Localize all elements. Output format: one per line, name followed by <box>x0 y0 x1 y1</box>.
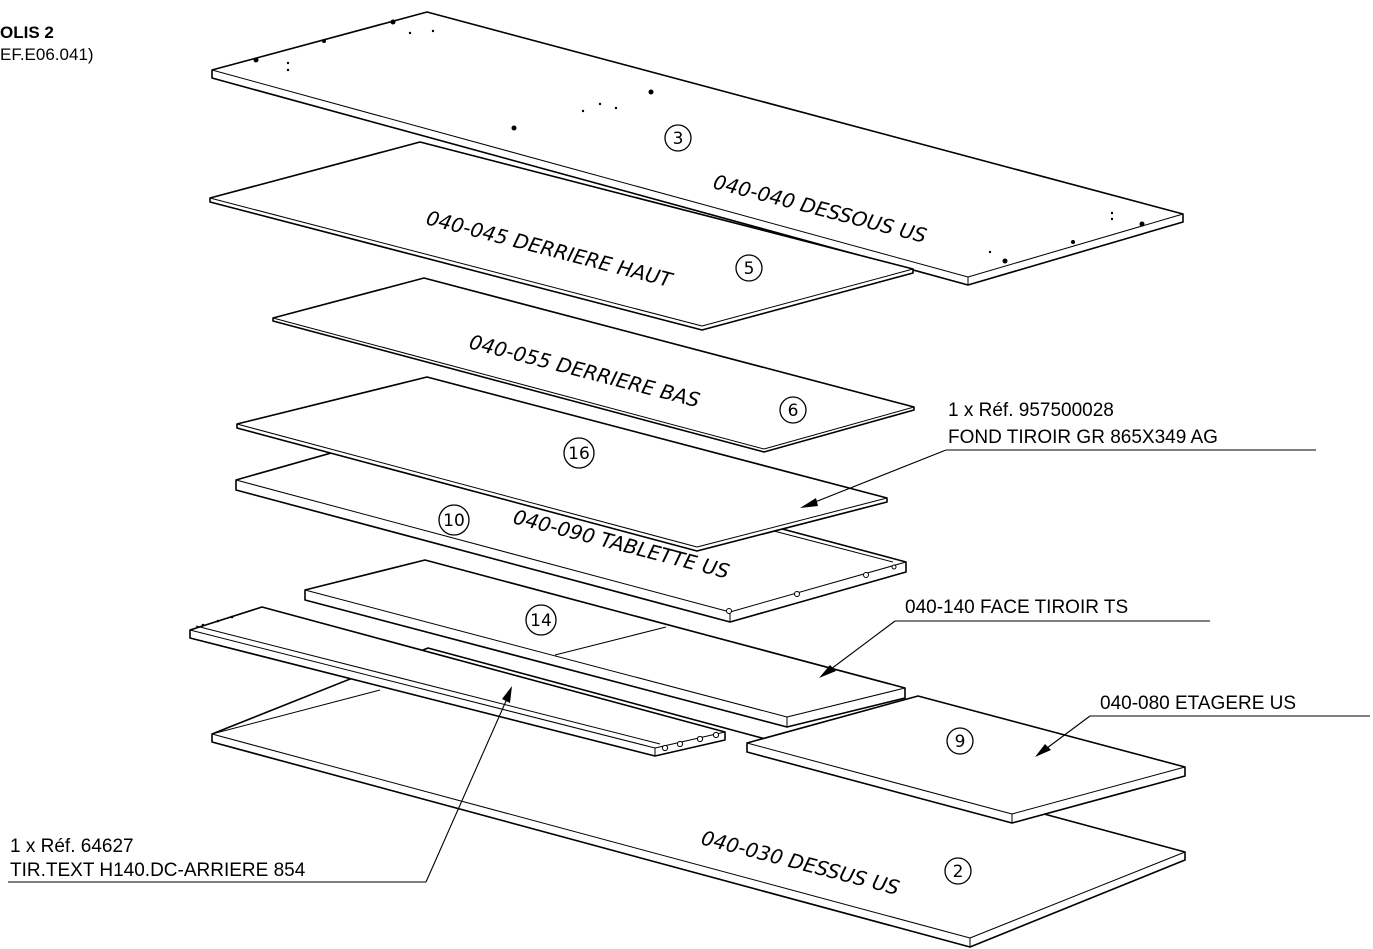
panel-face-tiroir <box>304 559 906 728</box>
callout-tir-text: 1 x Réf. 64627 TIR.TEXT H140.DC-ARRIERE … <box>8 686 512 883</box>
callout-fond-tiroir-ref: 1 x Réf. 957500028 <box>948 400 1114 421</box>
bubble-10: 10 <box>438 504 470 536</box>
panel-derriere-haut <box>209 141 914 331</box>
bubble-9: 9 <box>946 727 974 755</box>
callout-fond-tiroir: 1 x Réf. 957500028 FOND TIROIR GR 865X34… <box>800 400 1316 508</box>
callout-etagere-text: 040-080 ETAGERE US <box>1100 693 1296 714</box>
svg-text:5: 5 <box>744 259 755 279</box>
bubble-6: 6 <box>779 396 807 424</box>
panel-dessus-us <box>211 647 1186 948</box>
bubble-2: 2 <box>944 857 972 885</box>
svg-text:10: 10 <box>443 511 465 531</box>
bubble-5: 5 <box>735 254 763 282</box>
package-title: OLIS 2 <box>0 23 54 42</box>
bubble-16: 16 <box>563 437 595 469</box>
callout-fond-tiroir-desc: FOND TIROIR GR 865X349 AG <box>948 427 1218 448</box>
bubble-14: 14 <box>525 604 557 636</box>
panel-derriere-bas <box>272 277 915 453</box>
svg-text:3: 3 <box>673 129 684 149</box>
drawer-back-rail <box>189 606 726 757</box>
callout-etagere: 040-080 ETAGERE US <box>1035 693 1370 757</box>
svg-text:6: 6 <box>788 401 799 421</box>
callout-face-tiroir-text: 040-140 FACE TIROIR TS <box>905 597 1128 618</box>
package-reference: EF.E06.041) <box>0 45 94 64</box>
callout-tir-text-desc: TIR.TEXT H140.DC-ARRIERE 854 <box>10 860 306 881</box>
callout-face-tiroir: 040-140 FACE TIROIR TS <box>819 597 1210 678</box>
panel-fond-tiroir <box>236 376 888 552</box>
svg-text:9: 9 <box>955 732 966 752</box>
bubble-3: 3 <box>664 124 692 152</box>
panel-etagere-us <box>746 695 1186 824</box>
svg-text:16: 16 <box>568 444 590 464</box>
svg-text:2: 2 <box>953 862 964 882</box>
panel-dessous-us <box>211 11 1184 286</box>
svg-text:14: 14 <box>530 611 552 631</box>
callout-tir-text-ref: 1 x Réf. 64627 <box>10 836 134 857</box>
